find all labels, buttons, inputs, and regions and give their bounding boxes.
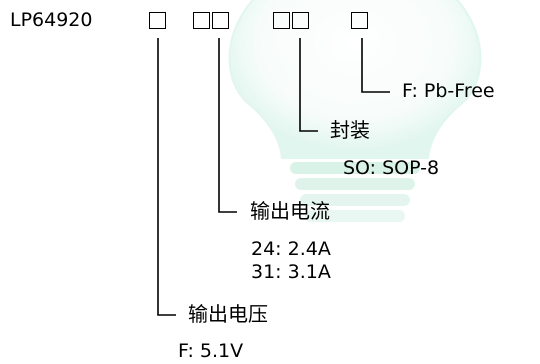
- voltage-label: 输出电压: [188, 302, 268, 326]
- code-box-current-1: [193, 12, 210, 29]
- connector-pbfree: [361, 38, 390, 93]
- connector-package: [299, 38, 318, 132]
- current-desc-1: 24: 2.4A: [251, 238, 331, 260]
- connector-current: [218, 38, 237, 213]
- part-prefix: LP64920: [10, 9, 93, 31]
- voltage-desc: F: 5.1V: [178, 340, 244, 362]
- package-label: 封装: [330, 118, 370, 142]
- package-desc: SO: SOP-8: [343, 157, 440, 179]
- code-box-package-2: [292, 12, 309, 29]
- code-box-current-2: [212, 12, 229, 29]
- code-box-voltage: [149, 12, 166, 29]
- current-label: 输出电流: [250, 199, 330, 223]
- current-desc-2: 31: 3.1A: [251, 261, 331, 283]
- pbfree-desc: F: Pb-Free: [402, 80, 495, 102]
- connector-voltage: [157, 38, 176, 316]
- code-box-pbfree: [351, 12, 368, 29]
- code-box-package-1: [273, 12, 290, 29]
